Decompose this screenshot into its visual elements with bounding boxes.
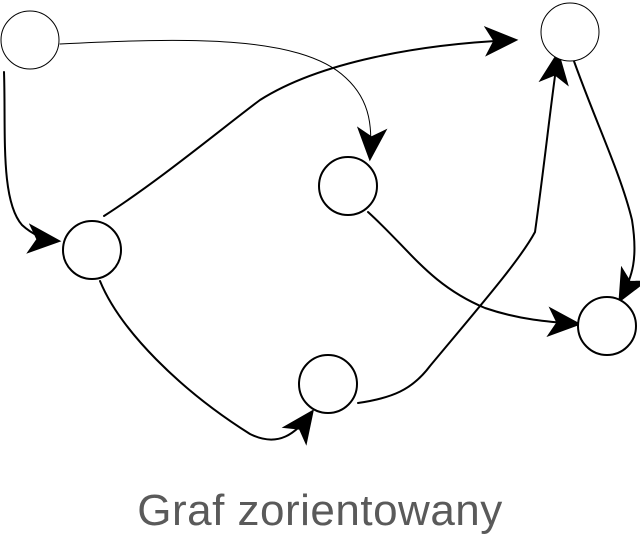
node-top-left [0,10,60,70]
node-right [577,296,637,356]
edge-n4-n2 [103,26,519,217]
nodes-layer [0,2,637,414]
edges-layer [3,26,640,446]
node-bottom [298,354,358,414]
diagram-caption: Graf zorientowany [137,486,503,535]
edge-n1-n3 [59,39,388,162]
node-top-right [540,2,600,62]
edge-n1-n4 [3,71,62,254]
node-left [62,220,122,280]
node-middle [318,156,378,216]
edge-n4-n6 [99,280,315,446]
edge-n6-n2 [357,50,569,404]
edge-n2-n5 [567,43,640,303]
edge-n3-n5 [367,211,582,338]
